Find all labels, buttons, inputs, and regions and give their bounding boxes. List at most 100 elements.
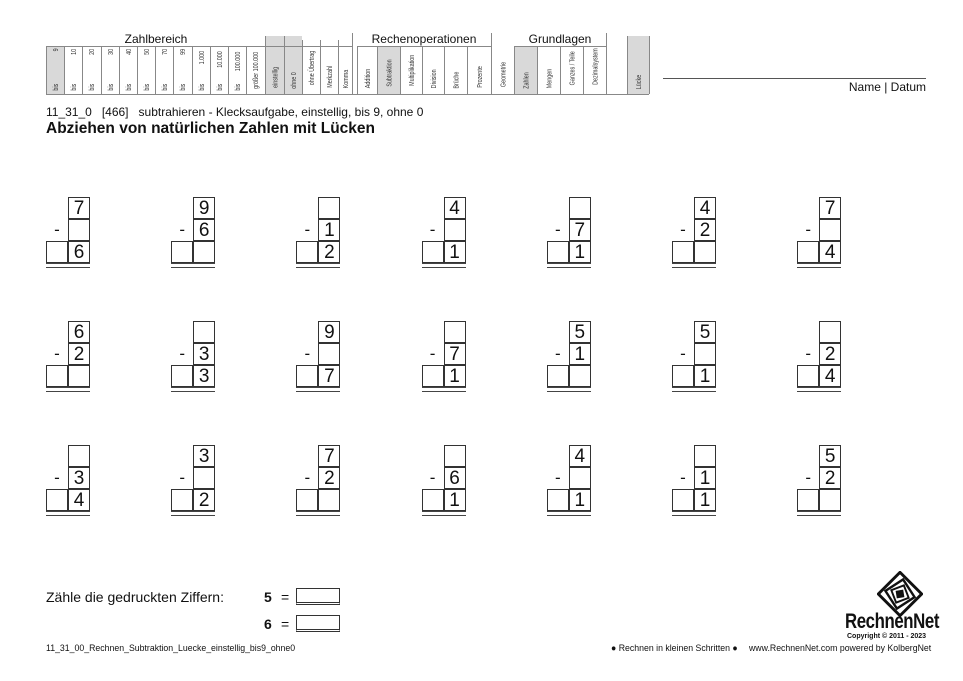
result-cell[interactable] <box>819 489 842 511</box>
subtrahend-cell[interactable] <box>318 343 341 365</box>
column-text: 1.000 <box>196 50 206 65</box>
result-tens-cell[interactable] <box>672 241 694 263</box>
minuend-cell[interactable] <box>443 321 466 343</box>
minuend-cell[interactable] <box>443 445 466 467</box>
subtrahend-cell[interactable] <box>443 219 466 241</box>
column-text: größer 100.000 <box>251 51 261 89</box>
minus-sign: - <box>54 468 60 487</box>
result-cell: 1 <box>694 489 716 511</box>
result-tens-cell[interactable] <box>46 489 68 511</box>
result-tens-cell[interactable] <box>672 365 694 387</box>
result-tens-cell[interactable] <box>171 489 194 511</box>
result-tens-cell[interactable] <box>546 241 569 263</box>
minuend-cell: 9 <box>193 197 216 219</box>
column-text: Prozente <box>475 66 484 88</box>
column-text: Mengen <box>544 68 554 89</box>
result-tens-cell[interactable] <box>546 365 569 387</box>
subtrahend-cell: 6 <box>193 219 216 241</box>
minuend-cell: 4 <box>694 197 716 219</box>
subtrahend-cell[interactable] <box>819 219 842 241</box>
column-text: bis <box>214 83 224 91</box>
minuend-cell[interactable] <box>694 445 716 467</box>
column-text: Zahlen <box>521 72 531 89</box>
subtrahend-cell: 2 <box>819 343 842 365</box>
result-tens-cell[interactable] <box>296 241 319 263</box>
column-text: 30 <box>105 49 115 56</box>
minus-sign: - <box>554 344 561 363</box>
subtrahend-cell[interactable] <box>193 467 216 489</box>
column-label: Dezimalsystem <box>584 48 606 92</box>
copyright: Copyright © 2011 - 2023 <box>847 633 927 640</box>
column-prefix: bis <box>229 78 246 92</box>
result-tens-cell[interactable] <box>797 241 820 263</box>
column-text: 100.000 <box>233 51 243 72</box>
subtrahend-cell[interactable] <box>568 467 591 489</box>
column-label: Ganzes / Teile <box>561 48 583 92</box>
subtrahend-cell: 2 <box>694 219 716 241</box>
minuend-cell: 6 <box>68 321 90 343</box>
equals-sign: = <box>281 616 290 632</box>
column-value: 100.000 <box>229 48 246 76</box>
column-text: einstellig <box>270 66 280 88</box>
column-text: 20 <box>87 49 97 56</box>
result-cell[interactable] <box>568 365 591 387</box>
subtrahend-cell: 2 <box>819 467 842 489</box>
minuend-cell: 7 <box>318 445 341 467</box>
minuend-cell[interactable] <box>193 321 216 343</box>
result-tens-cell[interactable] <box>421 489 444 511</box>
geometrie-col: Geometrie <box>491 33 514 94</box>
result-tens-cell[interactable] <box>797 489 820 511</box>
column-prefix: bis <box>174 78 191 92</box>
count-digit: 5 <box>264 589 272 605</box>
minuend-cell: 3 <box>193 445 216 467</box>
minuend-cell[interactable] <box>68 445 90 467</box>
column-prefix: bis <box>156 78 173 92</box>
minuend-cell[interactable] <box>318 197 341 219</box>
subtrahend-cell[interactable] <box>694 343 716 365</box>
result-tens-cell[interactable] <box>296 489 319 511</box>
result-cell[interactable] <box>193 241 216 263</box>
result-tens-cell[interactable] <box>421 365 444 387</box>
minuend-cell: 7 <box>68 197 90 219</box>
subtrahend-cell: 7 <box>443 343 466 365</box>
column-text: bis <box>123 83 133 91</box>
result-cell[interactable] <box>68 365 90 387</box>
credit: www.RechnenNet.com powered by KolbergNet <box>749 643 932 654</box>
minuend-cell[interactable] <box>819 321 842 343</box>
result-tens-cell[interactable] <box>546 489 569 511</box>
result-tens-cell[interactable] <box>296 365 319 387</box>
minus-sign: - <box>680 344 686 363</box>
column-value: 99 <box>174 48 191 76</box>
count-input[interactable] <box>296 615 340 632</box>
subtrahend-cell: 1 <box>318 219 341 241</box>
result-tens-cell[interactable] <box>171 241 194 263</box>
result-cell[interactable] <box>694 241 716 263</box>
subtrahend-cell[interactable] <box>68 219 90 241</box>
column-label: Lücke <box>628 38 649 92</box>
count-input[interactable] <box>296 588 340 605</box>
result-double-line <box>672 511 716 516</box>
minuend-cell[interactable] <box>568 197 591 219</box>
column-label: Komma <box>339 42 352 92</box>
subtrahend-cell: 2 <box>318 467 341 489</box>
result-tens-cell[interactable] <box>797 365 820 387</box>
result-cell: 4 <box>819 365 842 387</box>
result-tens-cell[interactable] <box>46 241 68 263</box>
result-tens-cell[interactable] <box>672 489 694 511</box>
minus-sign: - <box>179 344 186 363</box>
operation-col: Prozente <box>467 46 491 94</box>
column-value: 10 <box>65 48 82 76</box>
minus-sign: - <box>805 344 812 363</box>
worksheet-code: 11_31_0 [466] subtrahieren - Klecksaufga… <box>46 105 424 119</box>
result-cell: 2 <box>318 241 341 263</box>
column-value: 70 <box>156 48 173 76</box>
result-tens-cell[interactable] <box>421 241 444 263</box>
column-prefix: bis <box>138 78 155 92</box>
result-tens-cell[interactable] <box>46 365 68 387</box>
option-col: ohne Übertrag <box>302 40 320 94</box>
result-double-line <box>672 263 716 268</box>
column-text: Subtraktion <box>384 59 394 87</box>
result-tens-cell[interactable] <box>171 365 194 387</box>
column-value: größer 100.000 <box>247 48 264 92</box>
result-cell[interactable] <box>318 489 341 511</box>
